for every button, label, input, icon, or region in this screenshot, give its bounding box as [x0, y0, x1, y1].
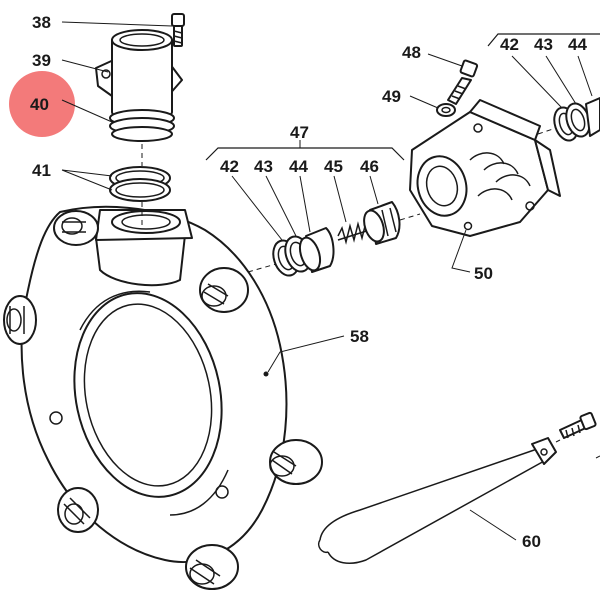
part-50-valve-block	[409, 99, 561, 237]
callout-44-right: 44	[568, 35, 587, 54]
boss-right	[269, 439, 323, 485]
callout-50: 50	[474, 264, 493, 283]
callout-43-right: 43	[534, 35, 553, 54]
callout-labels: 38 39 40 41 47 42 43 44 45 46 48 49 42 4…	[30, 13, 587, 551]
part-41-seal-ring	[109, 166, 171, 202]
leader-lines	[61, 21, 600, 541]
part-46-valve-cage	[363, 201, 401, 245]
callout-47: 47	[290, 123, 309, 142]
callout-38: 38	[32, 13, 51, 32]
callout-39: 39	[32, 51, 51, 70]
callout-58: 58	[350, 327, 369, 346]
part-49-washer	[436, 103, 456, 117]
callout-42-left: 42	[220, 157, 239, 176]
callout-45: 45	[324, 157, 343, 176]
callout-60: 60	[522, 532, 541, 551]
callout-44-left: 44	[289, 157, 308, 176]
part-60-tie-strap	[317, 411, 597, 565]
callout-49: 49	[382, 87, 401, 106]
part-38-bolt	[171, 13, 185, 47]
part-39-inlet-fitting	[95, 29, 183, 121]
callout-41: 41	[32, 161, 51, 180]
boss-right-top	[199, 267, 249, 313]
callout-42-right: 42	[500, 35, 519, 54]
callout-48: 48	[402, 43, 421, 62]
part-44-body-right	[585, 97, 600, 137]
boss-bottom-left	[57, 487, 99, 533]
part-48-bolt	[447, 59, 479, 105]
boss-top-left	[53, 210, 99, 246]
part-44-valve-body-left	[298, 227, 335, 273]
boss-bottom	[185, 544, 239, 590]
boss-left	[3, 295, 37, 345]
callout-43-left: 43	[254, 157, 273, 176]
part-58-housing	[3, 205, 323, 590]
callout-46: 46	[360, 157, 379, 176]
callout-highlight	[9, 71, 75, 137]
part-40-orings	[109, 109, 175, 142]
callout-40: 40	[30, 95, 49, 114]
